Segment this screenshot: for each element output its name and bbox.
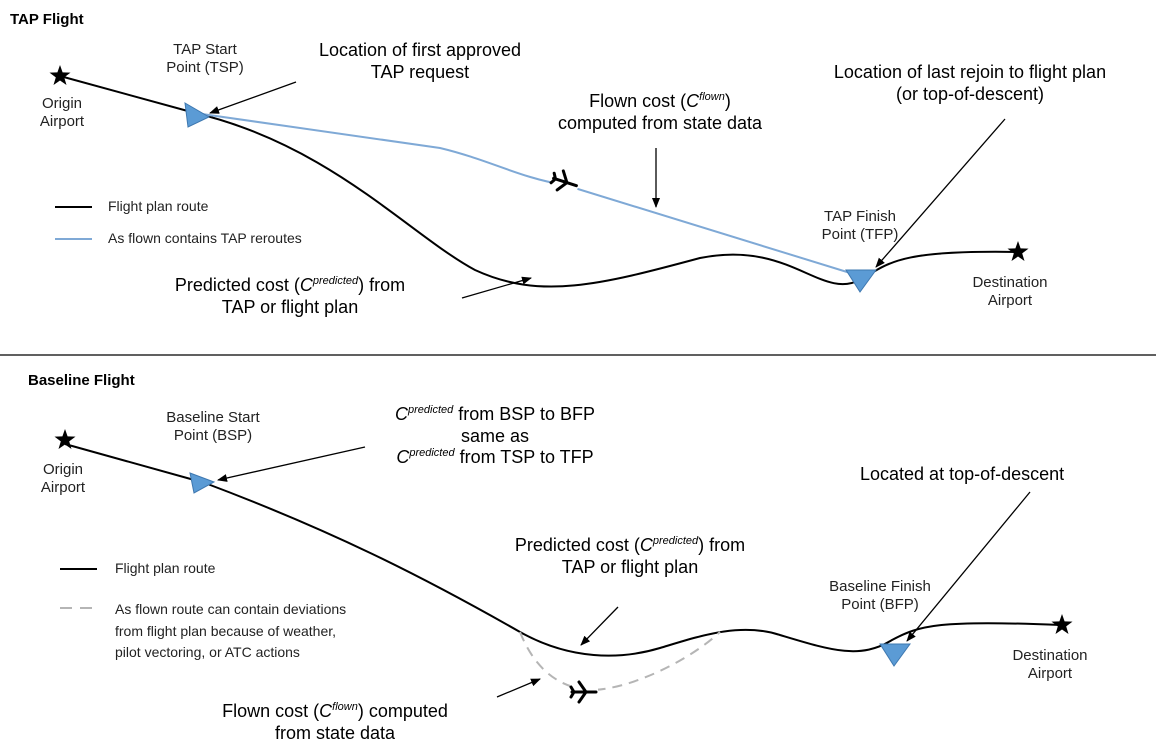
baseline-panel-title: Baseline Flight bbox=[28, 372, 135, 389]
baseline-flight-plan-route bbox=[64, 443, 1061, 657]
arrow-baseline-flown-cost bbox=[496, 678, 541, 698]
tap-panel-title: TAP Flight bbox=[10, 11, 84, 28]
arrow-bsp bbox=[217, 446, 366, 482]
tap-as-flown-route bbox=[194, 112, 861, 277]
tfp-marker-icon bbox=[845, 269, 877, 293]
baseline-destination-star-icon bbox=[1051, 614, 1073, 634]
same-as-annotation: Cpredicted from BSP to BFP same as Cpred… bbox=[395, 404, 595, 468]
tap-destination-star-icon bbox=[1007, 241, 1029, 261]
bsp-marker-icon bbox=[189, 472, 216, 494]
arrow-predicted-cost bbox=[461, 276, 532, 299]
tap-legend-flown: As flown contains TAP reroutes bbox=[108, 230, 302, 246]
arrow-baseline-predicted-cost bbox=[580, 606, 619, 646]
last-rejoin-annotation: Location of last rejoin to flight plan(o… bbox=[833, 62, 1107, 104]
baseline-predicted-cost-annotation: Predicted cost (Cpredicted) from TAP or … bbox=[514, 535, 746, 577]
arrow-first-request bbox=[209, 81, 297, 114]
baseline-legend-flight-plan: Flight plan route bbox=[115, 560, 216, 576]
tap-origin-star-icon bbox=[49, 65, 71, 85]
tap-flown-cost-annotation: Flown cost (Cflown) computed from state … bbox=[557, 91, 763, 133]
baseline-as-flown-route bbox=[519, 631, 721, 692]
baseline-flown-cost-annotation: Flown cost (Cflown) computed from state … bbox=[222, 701, 448, 743]
bfp-marker-icon bbox=[879, 643, 911, 667]
tap-airplane-icon bbox=[547, 164, 583, 200]
arrow-last-rejoin bbox=[875, 118, 1006, 268]
baseline-legend-flown: As flown route can contain deviations fr… bbox=[115, 601, 347, 661]
arrow-top-of-descent bbox=[906, 491, 1031, 642]
tap-flight-plan-route bbox=[59, 75, 1019, 288]
baseline-airplane-icon bbox=[569, 678, 598, 706]
top-of-descent-annotation: Located at top-of-descent bbox=[860, 464, 1065, 484]
tap-predicted-cost-annotation: Predicted cost (Cpredicted) from TAP or … bbox=[174, 275, 406, 317]
tsp-marker-icon bbox=[184, 102, 211, 128]
tap-legend-flight-plan: Flight plan route bbox=[108, 198, 209, 214]
